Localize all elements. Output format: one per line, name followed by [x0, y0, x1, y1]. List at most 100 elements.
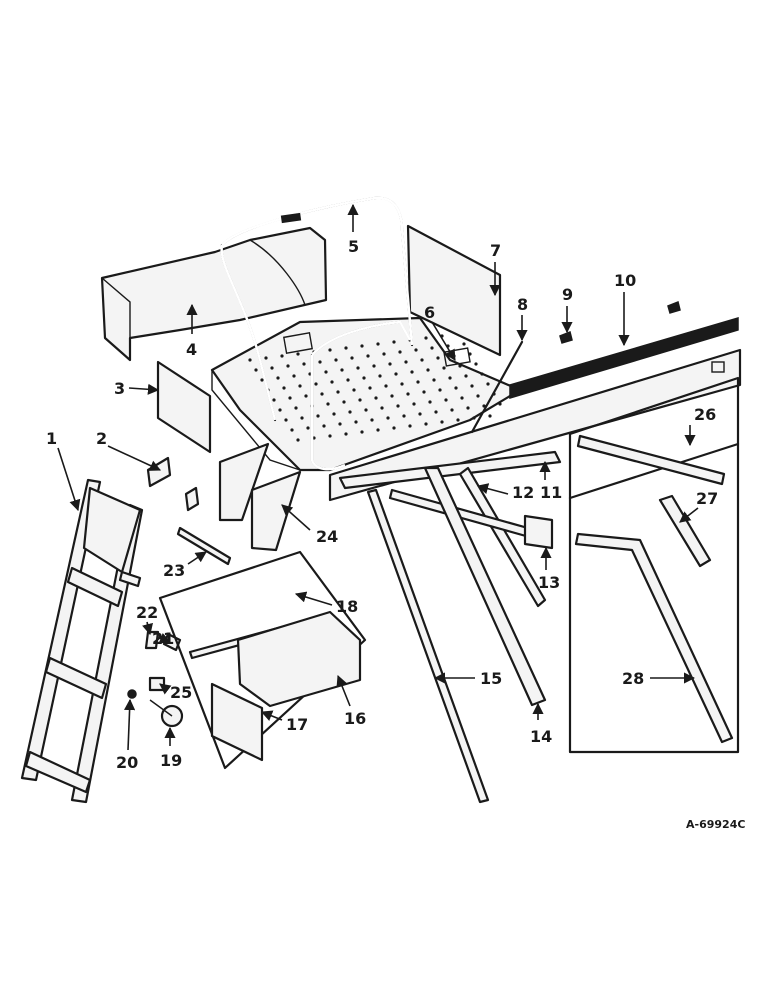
floor-hole — [474, 362, 478, 366]
guard-rail-frame — [220, 196, 414, 471]
floor-hole — [456, 418, 460, 422]
platform-floor — [210, 316, 522, 472]
floor-hole — [350, 356, 354, 360]
callout-12: 12 — [512, 483, 534, 502]
floor-hole — [378, 374, 382, 378]
side-panel — [406, 224, 502, 357]
floor-hole — [448, 376, 452, 380]
brace — [470, 340, 524, 434]
floor-hole — [430, 346, 434, 350]
drawing-number: A-69924C — [686, 818, 745, 831]
floor-hole — [480, 372, 484, 376]
floor-hole — [398, 350, 402, 354]
floor-hole — [352, 388, 356, 392]
callout-5: 5 — [348, 237, 359, 256]
floor-hole — [298, 384, 302, 388]
floor-hole — [334, 358, 338, 362]
floor-hole — [338, 422, 342, 426]
floor-hole — [498, 402, 502, 406]
floor-hole — [396, 404, 400, 408]
floor-hole — [368, 386, 372, 390]
floor-hole — [428, 400, 432, 404]
floor-hole — [290, 428, 294, 432]
callout-16: 16 — [344, 709, 366, 728]
floor-hole — [306, 426, 310, 430]
floor-hole — [434, 410, 438, 414]
gusset-plates — [218, 442, 302, 552]
side-rail — [328, 348, 742, 502]
callout-18: 18 — [336, 597, 358, 616]
floor-hole — [376, 342, 380, 346]
callout-7: 7 — [490, 241, 501, 260]
floor-hole — [356, 366, 360, 370]
floor-hole — [412, 402, 416, 406]
floor-hole — [404, 360, 408, 364]
floor-hole — [340, 368, 344, 372]
floor-hole — [328, 348, 332, 352]
floor-hole — [460, 396, 464, 400]
floor-hole — [362, 376, 366, 380]
brace-inset — [568, 376, 740, 754]
callout-23: 23 — [163, 561, 185, 580]
floor-hole — [424, 336, 428, 340]
callout-8: 8 — [517, 295, 528, 314]
rod — [366, 488, 490, 804]
floor-hole — [450, 408, 454, 412]
clip-2 — [667, 300, 681, 314]
floor-hole — [372, 364, 376, 368]
callout-6: 6 — [424, 303, 435, 322]
floor-hole — [402, 414, 406, 418]
callout-1: 1 — [46, 429, 57, 448]
clip — [559, 330, 573, 344]
floor-hole — [342, 400, 346, 404]
floor-hole — [400, 382, 404, 386]
floor-hole — [316, 414, 320, 418]
floor-hole — [384, 384, 388, 388]
floor-hole — [282, 386, 286, 390]
floor-hole — [326, 402, 330, 406]
floor-hole — [466, 406, 470, 410]
floor-hole — [364, 408, 368, 412]
floor-hole — [462, 342, 466, 346]
floor-hole — [322, 424, 326, 428]
callout-17: 17 — [286, 715, 308, 734]
callout-labels: 5 4 3 2 1 7 6 8 9 10 11 12 13 14 15 16 1… — [46, 237, 718, 772]
callout-22: 22 — [136, 603, 158, 622]
step-inset — [158, 550, 367, 770]
floor-hole — [288, 396, 292, 400]
ladder — [20, 478, 144, 804]
floor-hole — [320, 392, 324, 396]
arm — [338, 450, 562, 490]
callout-4: 4 — [186, 340, 197, 359]
floor-hole — [366, 354, 370, 358]
callout-13: 13 — [538, 573, 560, 592]
callout-20: 20 — [116, 753, 138, 772]
floor-hole — [380, 406, 384, 410]
floor-hole — [330, 380, 334, 384]
callout-2: 2 — [96, 429, 107, 448]
callout-28: 28 — [622, 669, 644, 688]
floor-hole — [358, 398, 362, 402]
floor-hole — [370, 418, 374, 422]
floor-hole — [440, 420, 444, 424]
floor-hole — [318, 360, 322, 364]
floor-hole — [442, 366, 446, 370]
floor-hole — [426, 368, 430, 372]
floor-hole — [344, 432, 348, 436]
floor-hole — [278, 408, 282, 412]
rail-cutout — [711, 361, 725, 373]
floor-hole — [438, 388, 442, 392]
floor-hole — [422, 390, 426, 394]
floor-hole — [270, 366, 274, 370]
floor-hole — [292, 374, 296, 378]
floor-hole — [272, 398, 276, 402]
floor-hole — [386, 416, 390, 420]
callout-3: 3 — [114, 379, 125, 398]
floor-hole — [336, 390, 340, 394]
callout-26: 26 — [694, 405, 716, 424]
floor-hole — [420, 358, 424, 362]
floor-hole — [332, 412, 336, 416]
floor-hole — [360, 430, 364, 434]
floor-hole — [376, 428, 380, 432]
floor-hole — [382, 352, 386, 356]
